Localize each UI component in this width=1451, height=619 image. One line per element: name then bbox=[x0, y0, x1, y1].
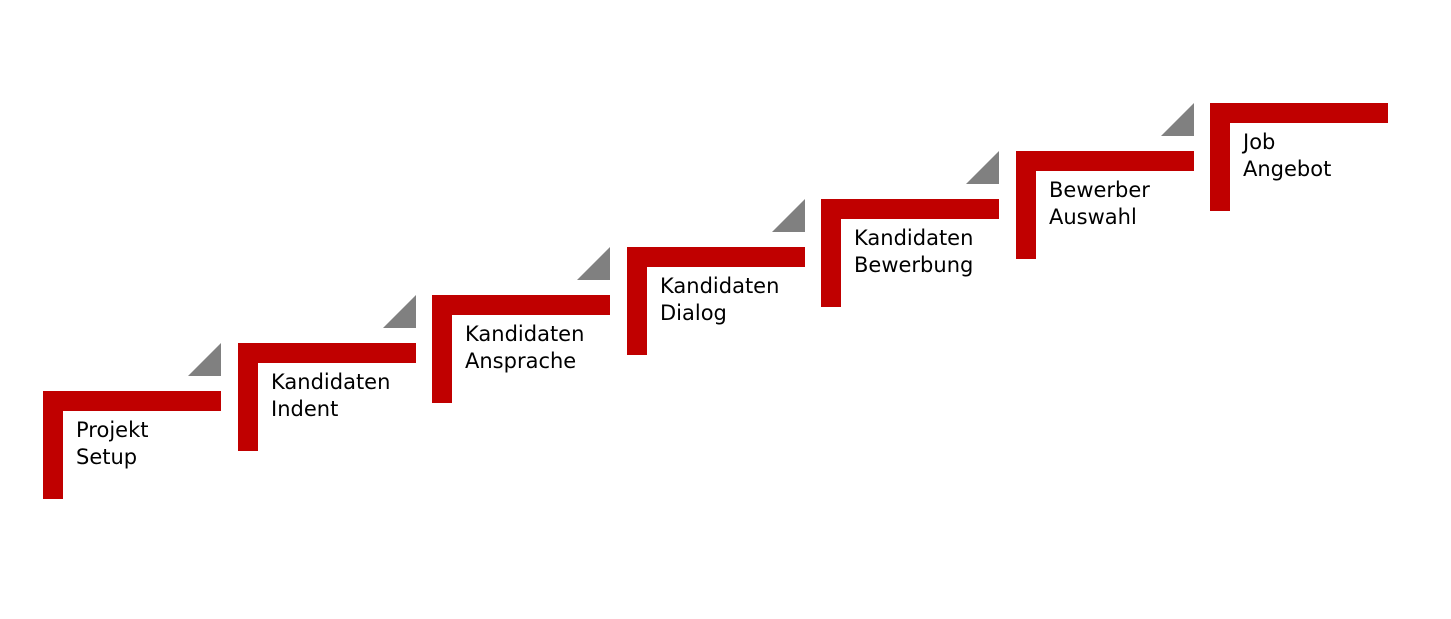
step-label-line2: Ansprache bbox=[465, 349, 577, 373]
step-bar-horizontal bbox=[43, 391, 221, 411]
step-bar-vertical bbox=[1016, 151, 1036, 259]
step-label-line1: Job bbox=[1243, 130, 1276, 154]
step-bar-horizontal bbox=[1016, 151, 1194, 171]
step-bar-horizontal bbox=[627, 247, 805, 267]
step-bar-vertical bbox=[1210, 103, 1230, 211]
step-bar-horizontal bbox=[821, 199, 999, 219]
step-label-line1: Bewerber bbox=[1049, 178, 1150, 202]
step-label-line1: Kandidaten bbox=[271, 370, 391, 394]
step-bar-horizontal bbox=[238, 343, 416, 363]
step-bar-vertical bbox=[821, 199, 841, 307]
step-bar-horizontal bbox=[1210, 103, 1388, 123]
step-label-line2: Setup bbox=[76, 445, 138, 469]
triangle-arrow-icon bbox=[188, 343, 221, 376]
step-label-line1: Kandidaten bbox=[854, 226, 974, 250]
step-bar-horizontal bbox=[432, 295, 610, 315]
step-label-line2: Dialog bbox=[660, 301, 727, 325]
step-label-line1: Projekt bbox=[76, 418, 149, 442]
step-label-line2: Angebot bbox=[1243, 157, 1332, 181]
step-label-line2: Indent bbox=[271, 397, 339, 421]
triangle-arrow-icon bbox=[383, 295, 416, 328]
step-bar-vertical bbox=[627, 247, 647, 355]
triangle-arrow-icon bbox=[772, 199, 805, 232]
step-label-line2: Bewerbung bbox=[854, 253, 974, 277]
step-bar-vertical bbox=[432, 295, 452, 403]
step-bar-vertical bbox=[238, 343, 258, 451]
triangle-arrow-icon bbox=[577, 247, 610, 280]
step-label-line1: Kandidaten bbox=[465, 322, 585, 346]
step-bar-vertical bbox=[43, 391, 63, 499]
triangle-arrow-icon bbox=[966, 151, 999, 184]
step-label-line1: Kandidaten bbox=[660, 274, 780, 298]
step-label-line2: Auswahl bbox=[1049, 205, 1137, 229]
triangle-arrow-icon bbox=[1161, 103, 1194, 136]
